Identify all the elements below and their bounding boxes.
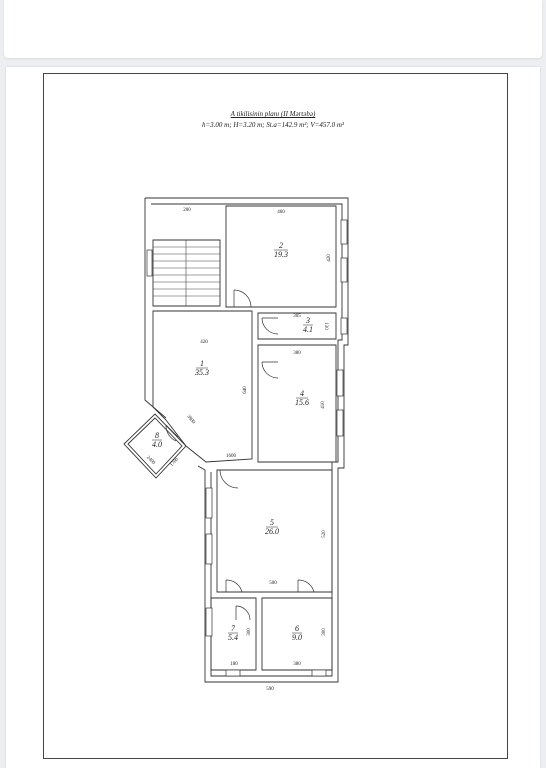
- room-6-outline: [261, 597, 333, 671]
- dim-room8-b: 1700: [169, 457, 180, 468]
- room-5-area: 26.0: [265, 527, 279, 536]
- dim-stair-width: 200: [183, 208, 191, 213]
- dim-room6-width: 380: [293, 662, 301, 667]
- room-1-outline: [152, 310, 253, 463]
- previous-page: [4, 0, 542, 58]
- dim-room8-a: 2400: [145, 455, 156, 466]
- room-8-number: 8: [155, 431, 159, 440]
- room-5-number: 5: [270, 518, 274, 527]
- stair-treads: [153, 240, 220, 306]
- room-7-outline: [210, 597, 257, 671]
- dim-total-width: 590: [266, 687, 274, 692]
- room-7-area: 5.4: [228, 633, 238, 642]
- dim-room7-depth: 300: [247, 628, 252, 636]
- dim-room2-width: 460: [277, 210, 285, 215]
- room-3-outline: [257, 312, 337, 340]
- room-1-area: 35.3: [194, 368, 209, 377]
- dim-room5-depth: 520: [322, 530, 327, 538]
- dim-room3-depth: 130: [323, 322, 328, 330]
- dim-room3-width: 305: [293, 314, 301, 319]
- room-4-number: 4: [300, 389, 304, 398]
- room-4-area: 15.6: [295, 398, 309, 407]
- room-6-area: 9.0: [292, 633, 302, 642]
- dim-room4-depth: 410: [321, 401, 326, 409]
- outer-wall-left: [144, 198, 167, 419]
- dim-room6-depth: 300: [322, 628, 327, 636]
- room-3-area: 4.1: [303, 325, 313, 334]
- dim-room4-width: 380: [293, 351, 301, 356]
- dim-room1-width: 420: [200, 340, 208, 345]
- room-8-area: 4.0: [152, 440, 162, 449]
- page-border: [43, 73, 508, 759]
- room-3-number: 3: [305, 316, 310, 325]
- dim-room7-width: 180: [230, 662, 238, 667]
- room-2-outline: [225, 205, 337, 308]
- dim-diagonal: 3800: [185, 414, 196, 425]
- outer-wall: [145, 197, 349, 683]
- room-2-number: 2: [279, 241, 283, 250]
- stair-outline: [152, 239, 221, 307]
- dim-room1-depth: 640: [243, 386, 248, 394]
- windows: [146, 219, 348, 677]
- document-page: [6, 67, 540, 768]
- room-6-number: 6: [295, 624, 299, 633]
- room-8-inner: [127, 417, 183, 475]
- room-2-area: 19.3: [274, 250, 288, 259]
- dim-room2-depth: 420: [327, 254, 332, 262]
- dim-corridor: 1600: [226, 454, 237, 459]
- plan-title: A tikilisinin planı (II Mərtəbə): [230, 110, 316, 118]
- plan-parameters: h=3.00 m; H=3.20 m; St.a=142.9 m²; V=457…: [201, 121, 345, 129]
- room-1-number: 1: [200, 359, 204, 368]
- inner-wall-line: [151, 203, 343, 677]
- room-5-outline: [216, 469, 333, 593]
- room-7-number: 7: [231, 624, 236, 633]
- room-8-outline: [123, 413, 187, 479]
- door-swings: [165, 289, 315, 621]
- room-4-outline: [257, 344, 337, 463]
- area-underlines: [152, 249, 313, 634]
- dim-room5-width: 500: [269, 581, 277, 586]
